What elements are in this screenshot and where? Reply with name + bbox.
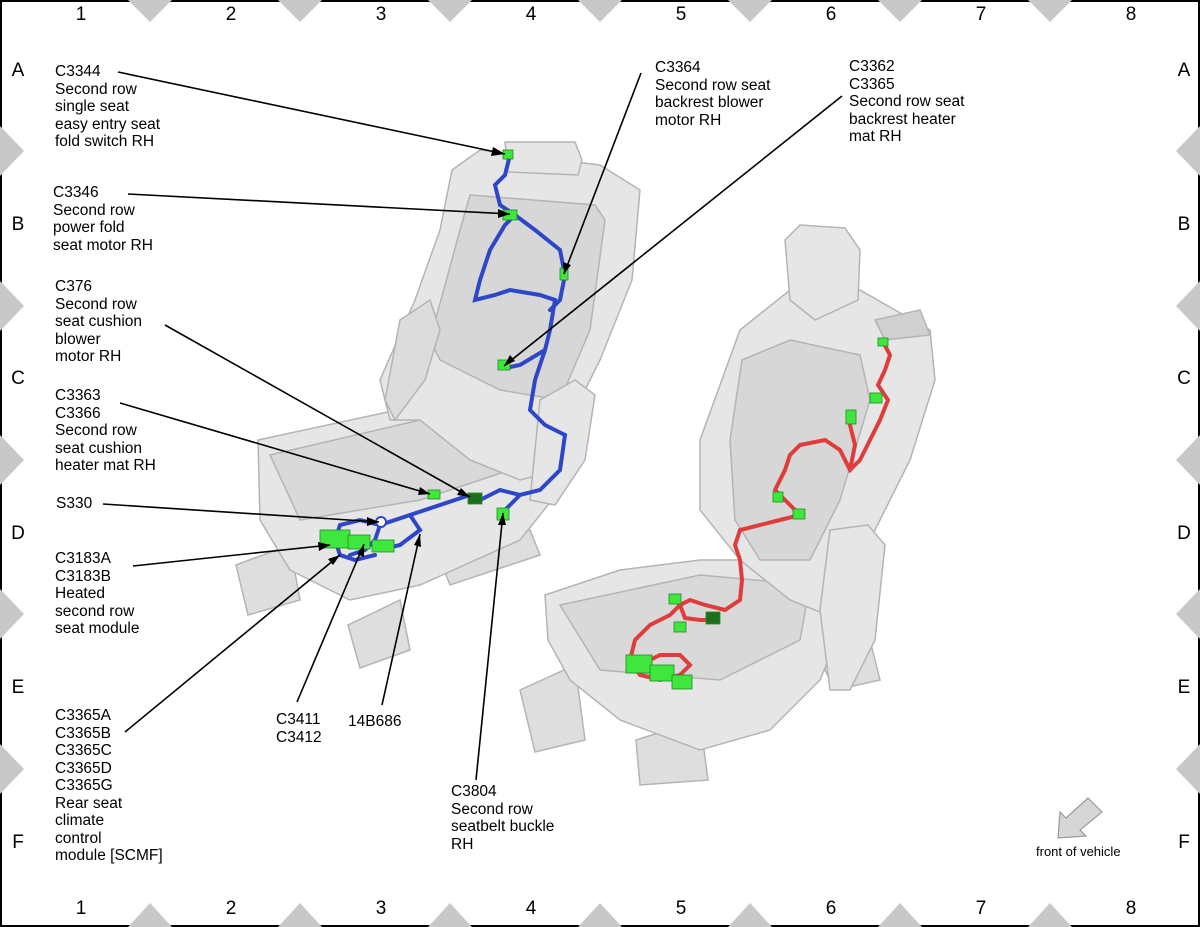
connector-c3411 <box>347 534 371 550</box>
grid-col-5-bottom: 5 <box>675 898 687 919</box>
front-of-vehicle-label: front of vehicle <box>1036 844 1121 859</box>
grid-row-c: C <box>11 368 25 389</box>
connector-c376 <box>467 492 483 505</box>
connector-right-7 <box>673 621 687 633</box>
grid-col-1: 1 <box>75 4 87 25</box>
callout-c3183: C3183A C3183B Heated second row seat mod… <box>55 550 140 637</box>
grid-col-7-bottom: 7 <box>975 898 987 919</box>
connector-right-6 <box>668 593 682 605</box>
connector-right-11 <box>671 674 693 690</box>
callout-c3344: C3344 Second row single seat easy entry … <box>55 63 161 150</box>
leader-lines <box>102 71 843 781</box>
connector-c3365 <box>371 539 395 553</box>
grid-col-1-bottom: 1 <box>75 898 87 919</box>
callout-s330: S330 <box>56 495 93 512</box>
grid-col-4-bottom: 4 <box>525 898 537 919</box>
grid-col-6: 6 <box>825 4 837 25</box>
callout-c3346: C3346 Second row power fold seat motor R… <box>53 184 153 254</box>
grid-col-6-bottom: 6 <box>825 898 837 919</box>
callout-c3411: C3411 C3412 <box>276 711 322 746</box>
grid-col-2-bottom: 2 <box>225 898 237 919</box>
right-seat <box>519 224 936 786</box>
front-of-vehicle-arrow <box>1057 797 1103 839</box>
grid-row-b: B <box>11 214 25 235</box>
connector-right-3 <box>845 409 857 425</box>
connector-right-8 <box>705 611 721 625</box>
grid-col-4: 4 <box>525 4 537 25</box>
connector-right-9 <box>625 654 653 674</box>
grid-row-f: F <box>12 832 24 853</box>
leader-arrowheads <box>318 147 571 565</box>
callout-c3362: C3362 C3365 Second row seat backrest hea… <box>849 58 965 145</box>
callout-c3363: C3363 C3366 Second row seat cushion heat… <box>55 387 156 474</box>
connector-right-10 <box>649 664 675 682</box>
callout-c3364: C3364 Second row seat backrest blower mo… <box>655 59 771 129</box>
connector-c3344 <box>502 149 514 160</box>
grid-row-f-right: F <box>1178 832 1190 853</box>
connector-right-2 <box>869 392 883 404</box>
grid-col-8-bottom: 8 <box>1125 898 1137 919</box>
callout-c3365: C3365A C3365B C3365C C3365D C3365G Rear … <box>55 707 163 864</box>
callout-14b686: 14B686 <box>348 713 402 730</box>
grid-col-3-bottom: 3 <box>375 898 387 919</box>
grid-row-a-right: A <box>1177 60 1191 81</box>
grid-col-2: 2 <box>225 4 237 25</box>
grid-col-3: 3 <box>375 4 387 25</box>
grid-row-d: D <box>11 523 25 544</box>
grid-row-d-right: D <box>1177 523 1191 544</box>
connector-right-1 <box>877 337 889 347</box>
grid-row-e: E <box>11 677 25 698</box>
connector-right-5 <box>792 508 806 520</box>
grid-col-8: 8 <box>1125 4 1137 25</box>
callout-c3804: C3804 Second row seatbelt buckle RH <box>451 783 555 853</box>
grid-row-a: A <box>11 60 25 81</box>
connector-c3363 <box>427 489 441 500</box>
grid-row-e-right: E <box>1177 677 1191 698</box>
connector-right-4 <box>772 491 784 503</box>
left-seat <box>235 141 641 669</box>
callout-c376: C376 Second row seat cushion blower moto… <box>55 278 143 365</box>
grid-col-7: 7 <box>975 4 987 25</box>
grid-col-5: 5 <box>675 4 687 25</box>
grid-row-c-right: C <box>1177 368 1191 389</box>
grid-row-b-right: B <box>1177 214 1191 235</box>
